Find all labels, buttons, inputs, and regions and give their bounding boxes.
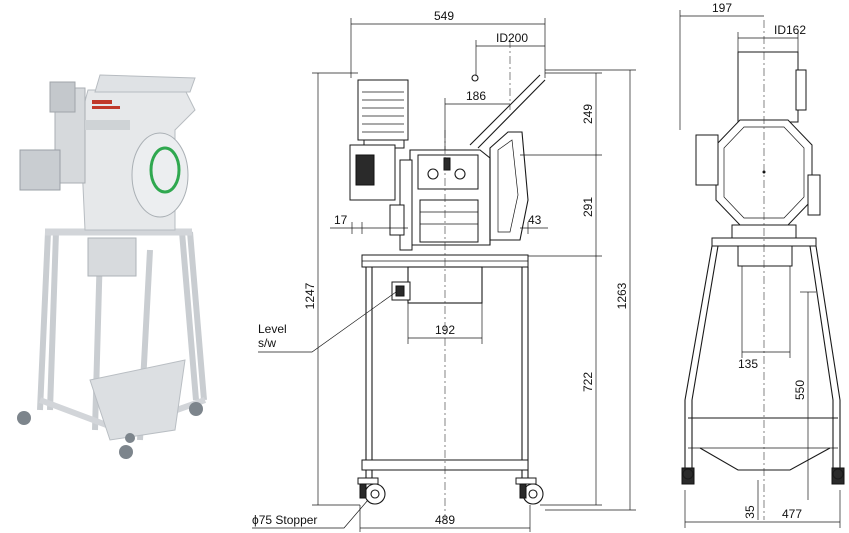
label-sw: s/w bbox=[258, 336, 276, 350]
label-stopper: ϕ75 Stopper bbox=[252, 513, 317, 527]
front-view bbox=[349, 40, 546, 520]
photo-green-logo bbox=[149, 146, 181, 194]
dim-291: 291 bbox=[581, 197, 595, 217]
dim-549: 549 bbox=[434, 9, 454, 23]
dim-477: 477 bbox=[782, 507, 802, 521]
front-caster-right bbox=[515, 477, 544, 505]
dim-489: 489 bbox=[435, 513, 455, 527]
dim-135: 135 bbox=[738, 357, 758, 371]
photo-body bbox=[19, 74, 196, 231]
front-caster-left bbox=[357, 477, 386, 505]
dim-550: 550 bbox=[793, 380, 807, 400]
side-dimensions: 197 ID162 135 550 35 477 bbox=[679, 1, 841, 528]
side-view bbox=[681, 20, 845, 520]
side-bin bbox=[737, 245, 793, 267]
front-motor bbox=[357, 79, 409, 141]
dim-35: 35 bbox=[743, 505, 757, 519]
dim-722: 722 bbox=[581, 372, 595, 392]
dim-43: 43 bbox=[528, 213, 542, 227]
photo-stand bbox=[17, 228, 207, 459]
dim-id162: ID162 bbox=[774, 23, 806, 37]
dim-186: 186 bbox=[466, 89, 486, 103]
dim-17: 17 bbox=[334, 213, 348, 227]
dim-249: 249 bbox=[581, 104, 595, 124]
dim-1247: 1247 bbox=[303, 282, 317, 309]
front-dimensions: 549 ID200 186 249 291 722 1263 1247 bbox=[303, 9, 636, 532]
front-rotor-cover bbox=[489, 131, 529, 241]
machine-photo bbox=[17, 74, 207, 459]
dim-id200: ID200 bbox=[496, 31, 528, 45]
dim-1263: 1263 bbox=[615, 282, 629, 309]
label-level: Level bbox=[258, 322, 287, 336]
side-inlet-hopper bbox=[737, 51, 799, 123]
side-base-tray bbox=[688, 417, 838, 471]
photo-bin bbox=[87, 237, 137, 277]
dim-197: 197 bbox=[712, 1, 732, 15]
dim-192: 192 bbox=[435, 323, 455, 337]
callout-level-switch: Level s/w bbox=[258, 291, 397, 353]
callout-stopper: ϕ75 Stopper bbox=[252, 499, 369, 529]
front-inlet-chute bbox=[469, 74, 546, 149]
